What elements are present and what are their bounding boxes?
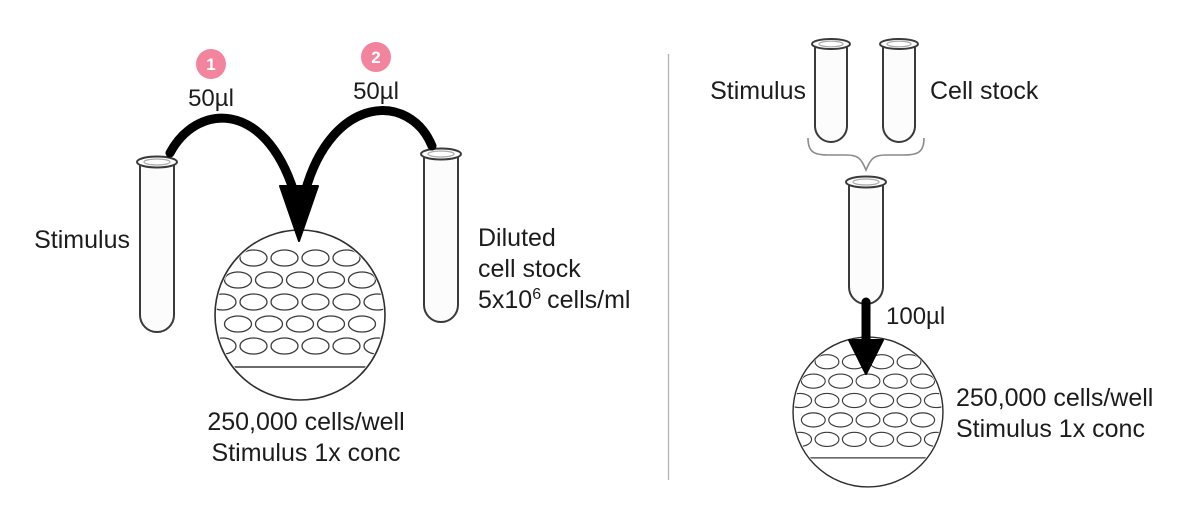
transfer-volume-label: 100µl — [886, 303, 945, 330]
concentration-unit: cells/ml — [547, 286, 630, 314]
transfer-arrow — [848, 297, 884, 375]
pipette-arrow-step1 — [165, 113, 299, 197]
left-well-caption-line1: 250,000 cells/well — [207, 408, 404, 436]
concentration-base: 5x10 — [478, 286, 532, 314]
diluted-stock-concentration: 5x106 cells/ml — [478, 286, 630, 314]
concentration-exponent: 6 — [532, 286, 541, 303]
well-plate-left — [209, 230, 391, 400]
stimulus-label-left: Stimulus — [34, 226, 130, 254]
cell-stock-label: Cell stock — [930, 77, 1039, 105]
arrowhead-left — [279, 185, 319, 242]
combined-mix-tube — [845, 175, 887, 305]
diluted-stock-label-line1: Diluted — [478, 224, 556, 252]
step2-badge: 2 — [361, 42, 391, 72]
pipette-arrow-step2 — [300, 106, 437, 197]
step2-badge-circle — [361, 42, 391, 72]
diluted-cell-stock-tube — [420, 147, 462, 323]
step1-badge-circle — [196, 49, 226, 79]
step1-badge-number: 1 — [206, 55, 215, 74]
cell-stock-tube — [879, 38, 919, 143]
right-well-caption-line2: Stimulus 1x conc — [956, 415, 1145, 443]
stimulus-label-right: Stimulus — [710, 77, 806, 105]
diluted-stock-label-line2: cell stock — [478, 255, 581, 283]
step2-badge-number: 2 — [371, 48, 380, 67]
right-well-caption-line1: 250,000 cells/well — [956, 384, 1153, 412]
step1-volume-label: 50µl — [188, 85, 234, 112]
arrowhead-right — [848, 339, 884, 375]
stimulus-tube-left — [136, 155, 178, 333]
combine-bracket — [807, 137, 925, 173]
step2-volume-label: 50µl — [353, 78, 399, 105]
step1-badge: 1 — [196, 49, 226, 79]
stimulus-tube-right — [811, 38, 851, 143]
left-well-caption-line2: Stimulus 1x conc — [212, 439, 401, 467]
